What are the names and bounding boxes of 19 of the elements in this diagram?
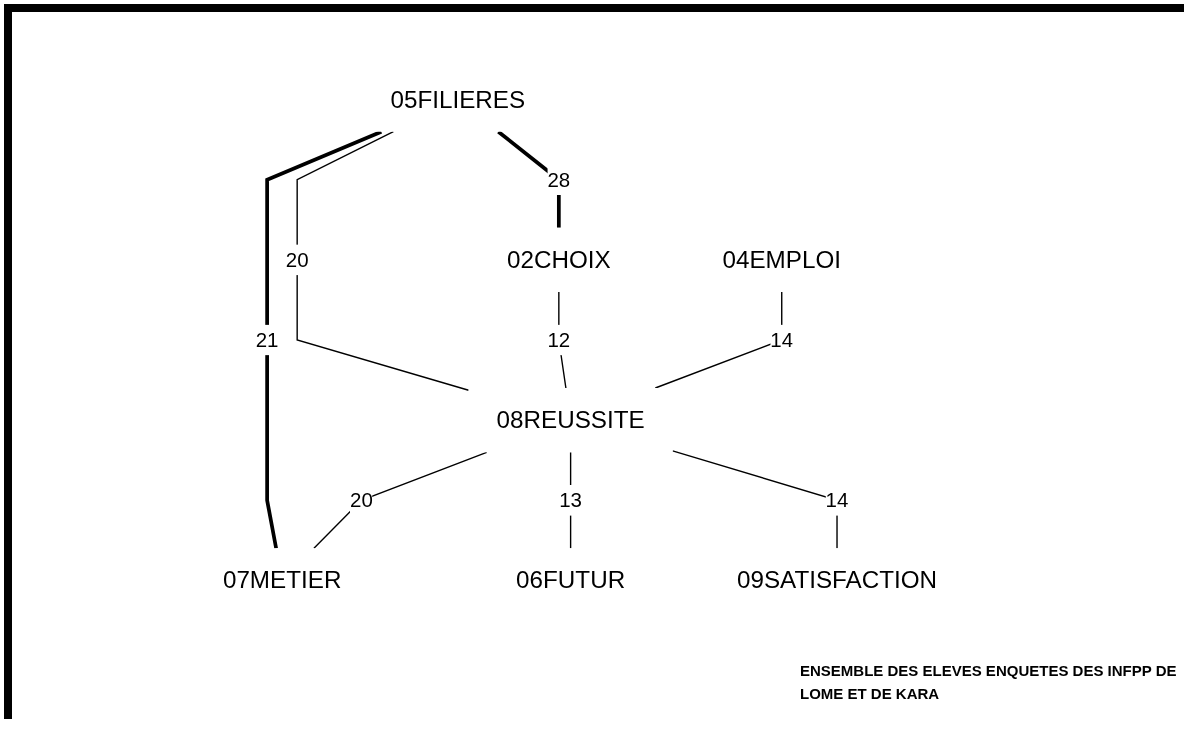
node-text: 02CHOIX bbox=[507, 245, 611, 274]
node-text: 09SATISFACTION bbox=[736, 565, 938, 594]
edge-label: 14 bbox=[825, 488, 849, 512]
edge-label: 14 bbox=[770, 328, 794, 352]
node-text: 04EMPLOI bbox=[722, 245, 841, 274]
node-text: 08REUSSITE bbox=[496, 405, 645, 434]
caption: ENSEMBLE DES ELEVES ENQUETES DES INFPP DE LOME ET DE KARA bbox=[800, 661, 1178, 704]
node-text: 07METIER bbox=[222, 565, 342, 594]
node-text: 06FUTUR bbox=[516, 565, 626, 594]
edge-label: 13 bbox=[559, 488, 583, 512]
edge-label: 20 bbox=[285, 248, 309, 272]
edge-label: 20 bbox=[350, 488, 373, 512]
connector bbox=[296, 131, 470, 391]
connector bbox=[265, 130, 383, 549]
node-text: 05FILIERES bbox=[390, 85, 526, 114]
edge-label: 12 bbox=[547, 328, 571, 352]
edge-label: 28 bbox=[547, 168, 571, 192]
edge-label: 21 bbox=[255, 328, 279, 352]
connector bbox=[313, 451, 488, 549]
